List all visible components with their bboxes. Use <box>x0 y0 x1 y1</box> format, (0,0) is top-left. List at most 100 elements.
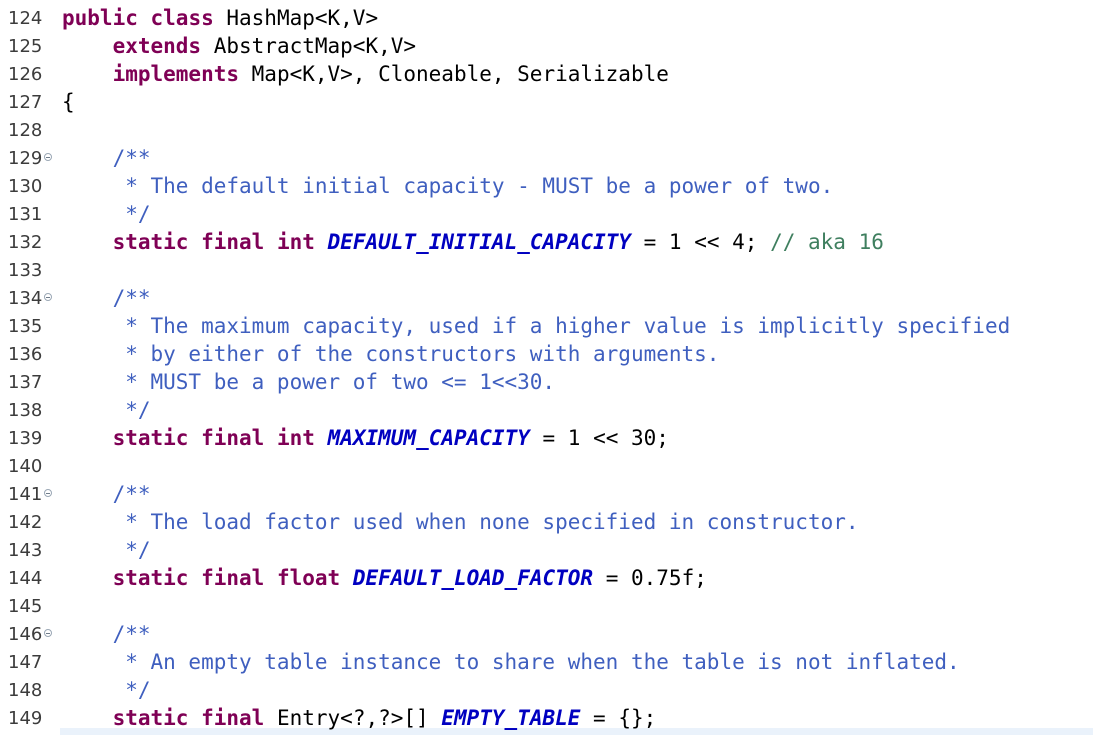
token-txt <box>62 146 113 170</box>
token-kw: final <box>201 706 265 730</box>
code-line[interactable]: 148 */ <box>0 676 1093 704</box>
token-txt: { <box>62 90 75 114</box>
line-number: 126 <box>8 64 43 85</box>
token-txt <box>62 426 113 450</box>
token-doc: */ <box>62 398 151 422</box>
token-doc: */ <box>62 202 151 226</box>
line-code: * MUST be a power of two <= 1<<30. <box>62 368 555 396</box>
line-code: * An empty table instance to share when … <box>62 648 960 676</box>
code-line[interactable]: 126 implements Map<K,V>, Cloneable, Seri… <box>0 60 1093 88</box>
line-number: 125 <box>8 36 43 57</box>
code-line[interactable]: 140 <box>0 452 1093 480</box>
code-line[interactable]: 128 <box>0 116 1093 144</box>
line-number: 142 <box>8 512 43 533</box>
fold-collapse-icon[interactable] <box>44 489 52 497</box>
code-line[interactable]: 131 */ <box>0 200 1093 228</box>
line-number: 135 <box>8 316 43 337</box>
line-number: 133 <box>8 260 43 281</box>
fold-collapse-icon[interactable] <box>44 629 52 637</box>
token-txt <box>264 426 277 450</box>
code-line[interactable]: 147 * An empty table instance to share w… <box>0 648 1093 676</box>
fold-collapse-icon[interactable] <box>44 293 52 301</box>
code-line[interactable]: 146 /** <box>0 620 1093 648</box>
token-kw: static <box>112 230 189 254</box>
token-doc: * An empty table instance to share when … <box>62 650 960 674</box>
line-code: /** <box>62 144 151 172</box>
line-code: static final Entry<?,?>[] EMPTY_TABLE = … <box>62 704 657 732</box>
line-code: * The maximum capacity, used if a higher… <box>62 312 1010 340</box>
code-line[interactable]: 133 <box>0 256 1093 284</box>
line-code: { <box>62 88 75 116</box>
code-line[interactable]: 138 */ <box>0 396 1093 424</box>
line-number: 147 <box>8 652 43 673</box>
line-code: */ <box>62 200 151 228</box>
token-txt <box>62 622 113 646</box>
token-doc: */ <box>62 538 151 562</box>
token-txt <box>62 286 113 310</box>
token-txt: Entry<?,?>[] <box>264 706 442 730</box>
code-line[interactable]: 141 /** <box>0 480 1093 508</box>
code-line[interactable]: 129 /** <box>0 144 1093 172</box>
token-txt <box>138 6 151 30</box>
token-txt <box>62 62 113 86</box>
token-txt <box>188 230 201 254</box>
token-doc: * The default initial capacity - MUST be… <box>62 174 834 198</box>
current-line-highlight <box>60 728 1093 735</box>
token-txt <box>188 426 201 450</box>
line-code: * The default initial capacity - MUST be… <box>62 172 833 200</box>
line-number: 145 <box>8 596 43 617</box>
code-line[interactable]: 139 static final int MAXIMUM_CAPACITY = … <box>0 424 1093 452</box>
code-line[interactable]: 134 /** <box>0 284 1093 312</box>
token-txt <box>188 706 201 730</box>
token-kw: public <box>62 6 138 30</box>
line-code: implements Map<K,V>, Cloneable, Serializ… <box>62 60 669 88</box>
token-cmt: // aka 16 <box>770 230 884 254</box>
code-line[interactable]: 145 <box>0 592 1093 620</box>
token-doc: * MUST be a power of two <= 1<<30. <box>62 370 556 394</box>
line-number: 141 <box>8 484 43 505</box>
code-line[interactable]: 127{ <box>0 88 1093 116</box>
line-code: */ <box>62 676 151 704</box>
token-const: MAXIMUM_CAPACITY <box>327 426 530 450</box>
token-kw: class <box>150 6 214 30</box>
line-number: 124 <box>8 8 43 29</box>
token-doc: /** <box>112 482 151 506</box>
line-code: static final float DEFAULT_LOAD_FACTOR =… <box>62 564 707 592</box>
code-line[interactable]: 135 * The maximum capacity, used if a hi… <box>0 312 1093 340</box>
token-txt: HashMap<K,V> <box>213 6 379 30</box>
code-line[interactable]: 136 * by either of the constructors with… <box>0 340 1093 368</box>
code-line[interactable]: 137 * MUST be a power of two <= 1<<30. <box>0 368 1093 396</box>
code-line[interactable]: 130 * The default initial capacity - MUS… <box>0 172 1093 200</box>
token-kw: extends <box>112 34 202 58</box>
token-txt: = 1 << 30; <box>529 426 669 450</box>
line-code: */ <box>62 396 151 424</box>
line-code: static final int MAXIMUM_CAPACITY = 1 <<… <box>62 424 669 452</box>
token-doc: */ <box>62 678 151 702</box>
token-kw: static <box>112 706 189 730</box>
token-txt <box>315 426 328 450</box>
code-line[interactable]: 142 * The load factor used when none spe… <box>0 508 1093 536</box>
token-const: DEFAULT_LOAD_FACTOR <box>352 566 594 590</box>
token-doc: /** <box>112 622 151 646</box>
token-doc: * The load factor used when none specifi… <box>62 510 859 534</box>
token-kw: implements <box>112 62 240 86</box>
line-code: public class HashMap<K,V> <box>62 4 378 32</box>
line-number: 148 <box>8 680 43 701</box>
token-doc: /** <box>112 286 151 310</box>
code-line[interactable]: 144 static final float DEFAULT_LOAD_FACT… <box>0 564 1093 592</box>
code-line[interactable]: 132 static final int DEFAULT_INITIAL_CAP… <box>0 228 1093 256</box>
token-kw: final <box>201 230 265 254</box>
code-line[interactable]: 149 static final Entry<?,?>[] EMPTY_TABL… <box>0 704 1093 732</box>
token-txt <box>340 566 353 590</box>
line-number: 139 <box>8 428 43 449</box>
token-txt: = {}; <box>580 706 657 730</box>
code-line[interactable]: 143 */ <box>0 536 1093 564</box>
line-code: /** <box>62 284 151 312</box>
line-number: 144 <box>8 568 43 589</box>
token-txt <box>62 706 113 730</box>
code-line[interactable]: 124 public class HashMap<K,V> <box>0 4 1093 32</box>
line-number: 128 <box>8 120 43 141</box>
fold-collapse-icon[interactable] <box>44 153 52 161</box>
code-line[interactable]: 125 extends AbstractMap<K,V> <box>0 32 1093 60</box>
